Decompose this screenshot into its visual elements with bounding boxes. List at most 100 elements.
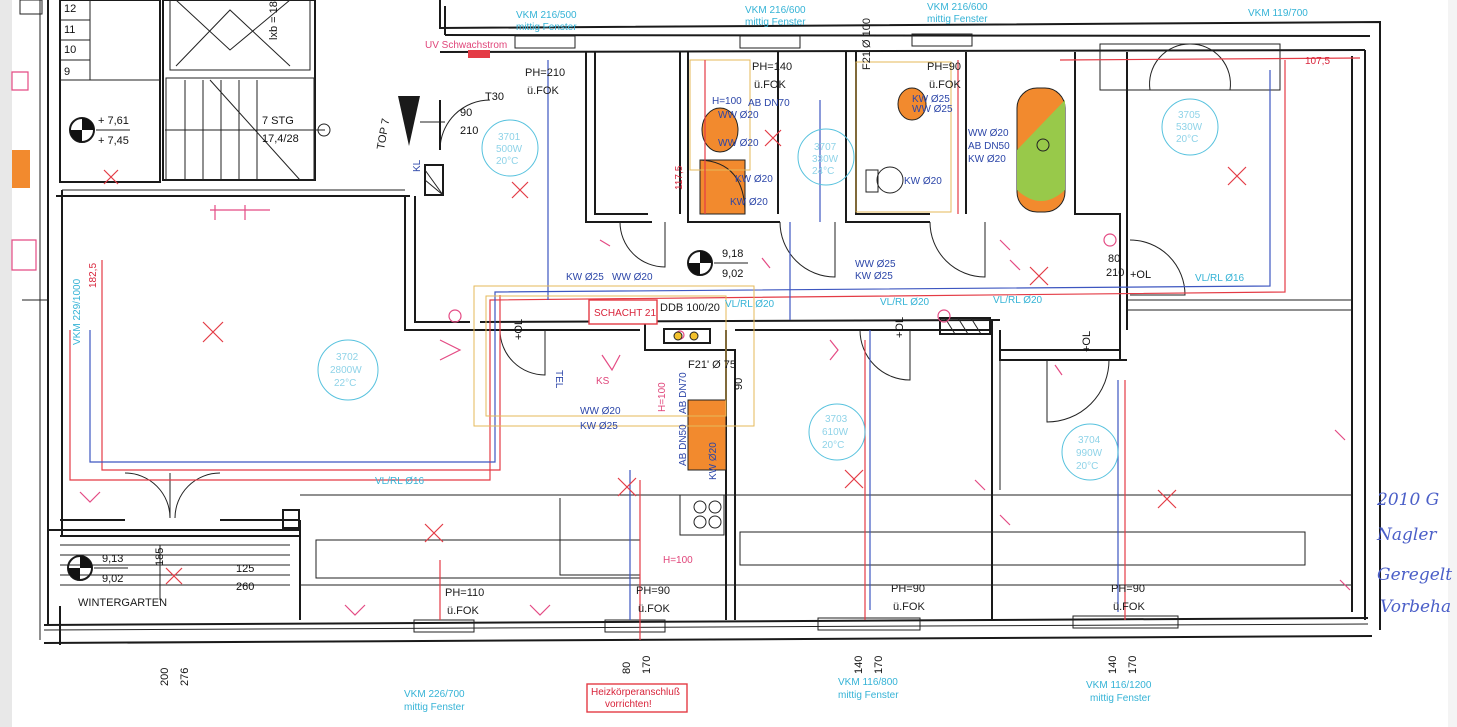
ol-label-b: +OL <box>513 319 525 340</box>
stair-number-9: 9 <box>64 66 70 78</box>
pipe-label-ww20-d: WW Ø20 <box>612 272 653 283</box>
f21-label: F21' Ø 75 <box>688 359 736 371</box>
schwachstrom-label: UV Schwachstrom <box>425 40 507 51</box>
level-marker-a <box>69 117 130 143</box>
top-7-label: TOP 7 <box>375 118 392 151</box>
room-3705-number: 3705 <box>1178 110 1201 121</box>
duct-valve-a <box>673 331 683 341</box>
scan-right-margin <box>1448 0 1457 727</box>
schacht-label: SCHACHT 21 <box>594 308 656 319</box>
electrical-symbols <box>79 205 1351 616</box>
room-3707-number: 3707 <box>814 142 837 153</box>
dim-170-c: 170 <box>1127 656 1139 674</box>
note-line-1: Heizkörperanschluß <box>591 687 680 698</box>
pipe-label-ab-dn50-a: AB DN50 <box>968 141 1010 152</box>
room-3707-temp: 24°C <box>812 166 834 177</box>
handwriting-line-4: Vorbeha <box>1380 597 1451 617</box>
left-edge-symbols <box>11 71 37 271</box>
pipe-label-ww20-c: WW Ø20 <box>968 128 1009 139</box>
pipe-label-kw25-b: KW Ø25 <box>855 271 893 282</box>
dim-200: 200 <box>159 668 171 686</box>
ph-90-top-fok: ü.FOK <box>929 79 961 91</box>
level-marker-c <box>67 555 128 581</box>
dim-140-b: 140 <box>1107 656 1119 674</box>
note-line-2: vorrichten! <box>605 699 652 710</box>
north-arrow-marker <box>398 96 420 146</box>
pipe-label-ww25: WW Ø25 <box>855 259 896 270</box>
dim-107: 107,5 <box>1305 56 1330 67</box>
dim-260: 260 <box>236 581 254 593</box>
vkm-119-700-label: VKM 119/700 <box>1248 8 1308 19</box>
vkm-216-600-a-label: VKM 216/600 <box>745 5 806 16</box>
level-b-top: 9,18 <box>722 248 743 260</box>
t30-label: T30 <box>485 91 504 103</box>
room-3704-temp: 20°C <box>1076 461 1098 472</box>
duct-box <box>663 328 711 344</box>
dim-170-a: 170 <box>641 656 653 674</box>
dim-117: 117,5 <box>674 165 685 190</box>
stair-steps-size: 17,4/28 <box>262 133 299 145</box>
room-3705-temp: 20°C <box>1176 134 1198 145</box>
dim-276: 276 <box>179 668 191 686</box>
ph-90-top-label: PH=90 <box>927 61 961 73</box>
kl-label: KL <box>412 159 423 172</box>
pipe-label-kw25-top: KW Ø25 <box>912 94 950 105</box>
ph-90-c-fok: ü.FOK <box>1113 601 1145 613</box>
stair-lxb-label: lxb = 180/ <box>268 0 280 40</box>
pipe-label-kw20-e: KW Ø20 <box>708 442 719 480</box>
door-dim-210: 210 <box>1106 267 1124 279</box>
dim-90-shaft: 90 <box>733 378 745 390</box>
handwriting-line-2: Nagler <box>1376 525 1437 545</box>
pipe-label-ww20-e: WW Ø20 <box>580 406 621 417</box>
pipe-label-kw25-c: KW Ø25 <box>580 421 618 432</box>
ph-140-fok: ü.FOK <box>754 79 786 91</box>
vkm-226-700-label: VKM 226/700 <box>404 689 465 700</box>
room-3701-number: 3701 <box>498 132 521 143</box>
dim-170-b: 170 <box>873 656 885 674</box>
ddb-label: DDB 100/20 <box>660 302 720 314</box>
level-b-bottom: 9,02 <box>722 268 743 280</box>
heating-pipes-red <box>69 57 1361 640</box>
level-c-top: 9,13 <box>102 553 123 565</box>
gas-lines-yellow <box>473 285 755 427</box>
level-c-bottom: 9,02 <box>102 573 123 585</box>
level-a-top: + 7,61 <box>98 115 129 127</box>
room-3704-power: 990W <box>1076 448 1103 459</box>
room-3703-number: 3703 <box>825 414 848 425</box>
pipe-label-h100-mid: H=100 <box>657 382 668 412</box>
pipe-label-kw20-c: KW Ø20 <box>968 154 1006 165</box>
room-3702-number: 3702 <box>336 352 359 363</box>
stair-number-12: 12 <box>64 3 76 15</box>
schacht-box <box>588 299 658 325</box>
handwriting-line-3: Geregelt <box>1377 565 1452 585</box>
uv-box <box>468 50 490 58</box>
level-a-bottom: + 7,45 <box>98 135 129 147</box>
ol-label-c: +OL <box>894 317 906 338</box>
pipe-label-kw20-b: KW Ø20 <box>730 197 768 208</box>
ol-label-a: +OL <box>1130 269 1151 281</box>
ph-90-b-fok: ü.FOK <box>893 601 925 613</box>
vkm-116-1200-sub: mittig Fenster <box>1090 693 1151 704</box>
room-3701-power: 500W <box>496 144 523 155</box>
vkm-116-800-sub: mittig Fenster <box>838 690 899 701</box>
vkm-226-700-sub: mittig Fenster <box>404 702 465 713</box>
inner-walls-upper <box>479 43 1352 620</box>
pipe-label-vlrl-a: VL/RL Ø20 <box>725 299 775 310</box>
pipe-label-ab-dn70: AB DN70 <box>748 98 790 109</box>
room-3703-power: 610W <box>822 427 849 438</box>
f21b-label: F21 Ø 100 <box>861 18 873 70</box>
ph-110-fok: ü.FOK <box>447 605 479 617</box>
vkm-229-1000-label: VKM 229/1000 <box>72 278 83 345</box>
stair-number-10: 10 <box>64 44 76 56</box>
pipe-label-ww20-a: WW Ø20 <box>718 110 759 121</box>
dim-182: 182,5 <box>88 263 99 288</box>
ph-90-a-label: PH=90 <box>636 585 670 597</box>
door-dim-80: 80 <box>1108 253 1120 265</box>
vkm-216-600-a-sub: mittig Fenster <box>745 17 806 28</box>
pipe-label-ww25-top: WW Ø25 <box>912 104 953 115</box>
pipe-label-kw20-d: KW Ø20 <box>904 176 942 187</box>
vkm-216-500-label: VKM 216/500 <box>516 10 577 21</box>
wintergarten-area <box>48 509 301 620</box>
handwriting-line-1: 2010 G <box>1376 490 1439 510</box>
wintergarten-label: WINTERGARTEN <box>78 597 167 609</box>
